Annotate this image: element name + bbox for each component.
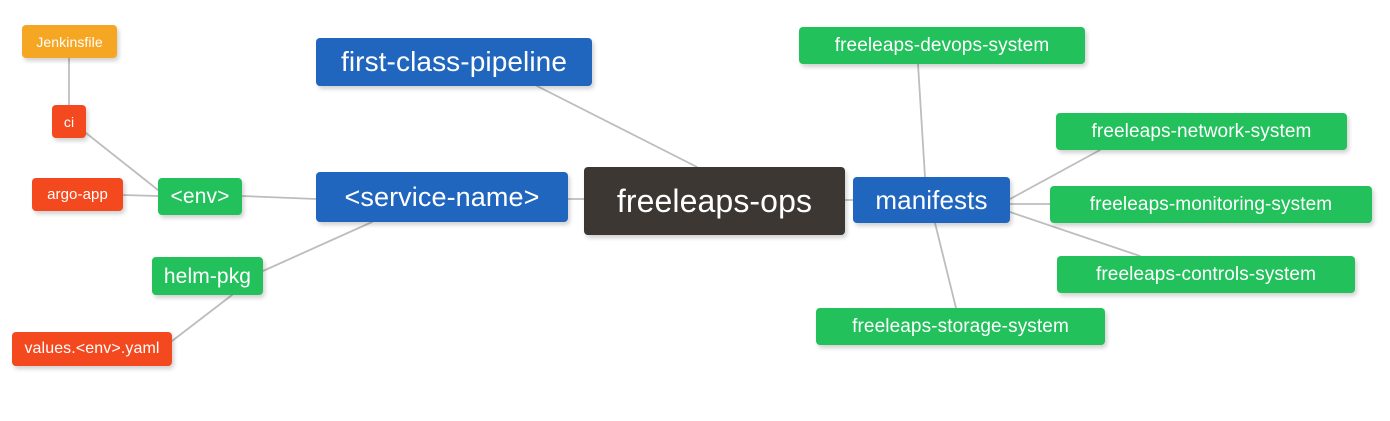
node-label-freeleaps-monitoring-system: freeleaps-monitoring-system [1089,194,1333,215]
node-label-freeleaps-controls-system: freeleaps-controls-system [1095,264,1317,285]
node-freeleaps-controls-system[interactable]: freeleaps-controls-system [1057,256,1355,293]
node-label-argo-app: argo-app [47,186,108,203]
edge-helm-pkg-to-service-name [262,221,373,272]
node-jenkinsfile[interactable]: Jenkinsfile [22,25,117,58]
node-freeleaps-network-system[interactable]: freeleaps-network-system [1056,113,1347,150]
node-freeleaps-monitoring-system[interactable]: freeleaps-monitoring-system [1050,186,1372,223]
node-label-ci: ci [63,113,75,130]
node-freeleaps-ops[interactable]: freeleaps-ops [584,167,845,235]
node-first-class-pipeline[interactable]: first-class-pipeline [316,38,592,86]
node-freeleaps-storage-system[interactable]: freeleaps-storage-system [816,308,1105,345]
node-label-values-env-yaml: values.<env>.yaml [24,340,160,357]
node-helm-pkg[interactable]: helm-pkg [152,257,263,295]
edge-argo-app-to-env [122,194,159,197]
edge-first-class-pipeline-to-freeleaps-ops [536,85,698,168]
node-label-freeleaps-devops-system: freeleaps-devops-system [834,35,1050,56]
node-label-service-name: <service-name> [344,181,540,212]
node-freeleaps-devops-system[interactable]: freeleaps-devops-system [799,27,1085,64]
node-manifests[interactable]: manifests [853,177,1010,223]
node-label-first-class-pipeline: first-class-pipeline [340,46,568,77]
node-label-manifests: manifests [875,185,988,215]
node-argo-app[interactable]: argo-app [32,178,123,211]
edge-manifests-to-freeleaps-devops-system [917,63,926,178]
node-env[interactable]: <env> [158,178,242,215]
node-values-env-yaml[interactable]: values.<env>.yaml [12,332,172,366]
edge-env-to-service-name [241,195,317,200]
node-service-name[interactable]: <service-name> [316,172,568,222]
node-label-helm-pkg: helm-pkg [163,264,252,288]
node-label-jenkinsfile: Jenkinsfile [36,33,103,50]
node-label-freeleaps-network-system: freeleaps-network-system [1091,121,1312,142]
node-ci[interactable]: ci [52,105,86,138]
node-label-env: <env> [170,185,230,208]
node-label-freeleaps-ops: freeleaps-ops [616,183,813,219]
edge-manifests-to-freeleaps-storage-system [934,222,957,309]
edge-values-env-yaml-to-helm-pkg [171,294,233,342]
node-label-freeleaps-storage-system: freeleaps-storage-system [852,316,1069,337]
